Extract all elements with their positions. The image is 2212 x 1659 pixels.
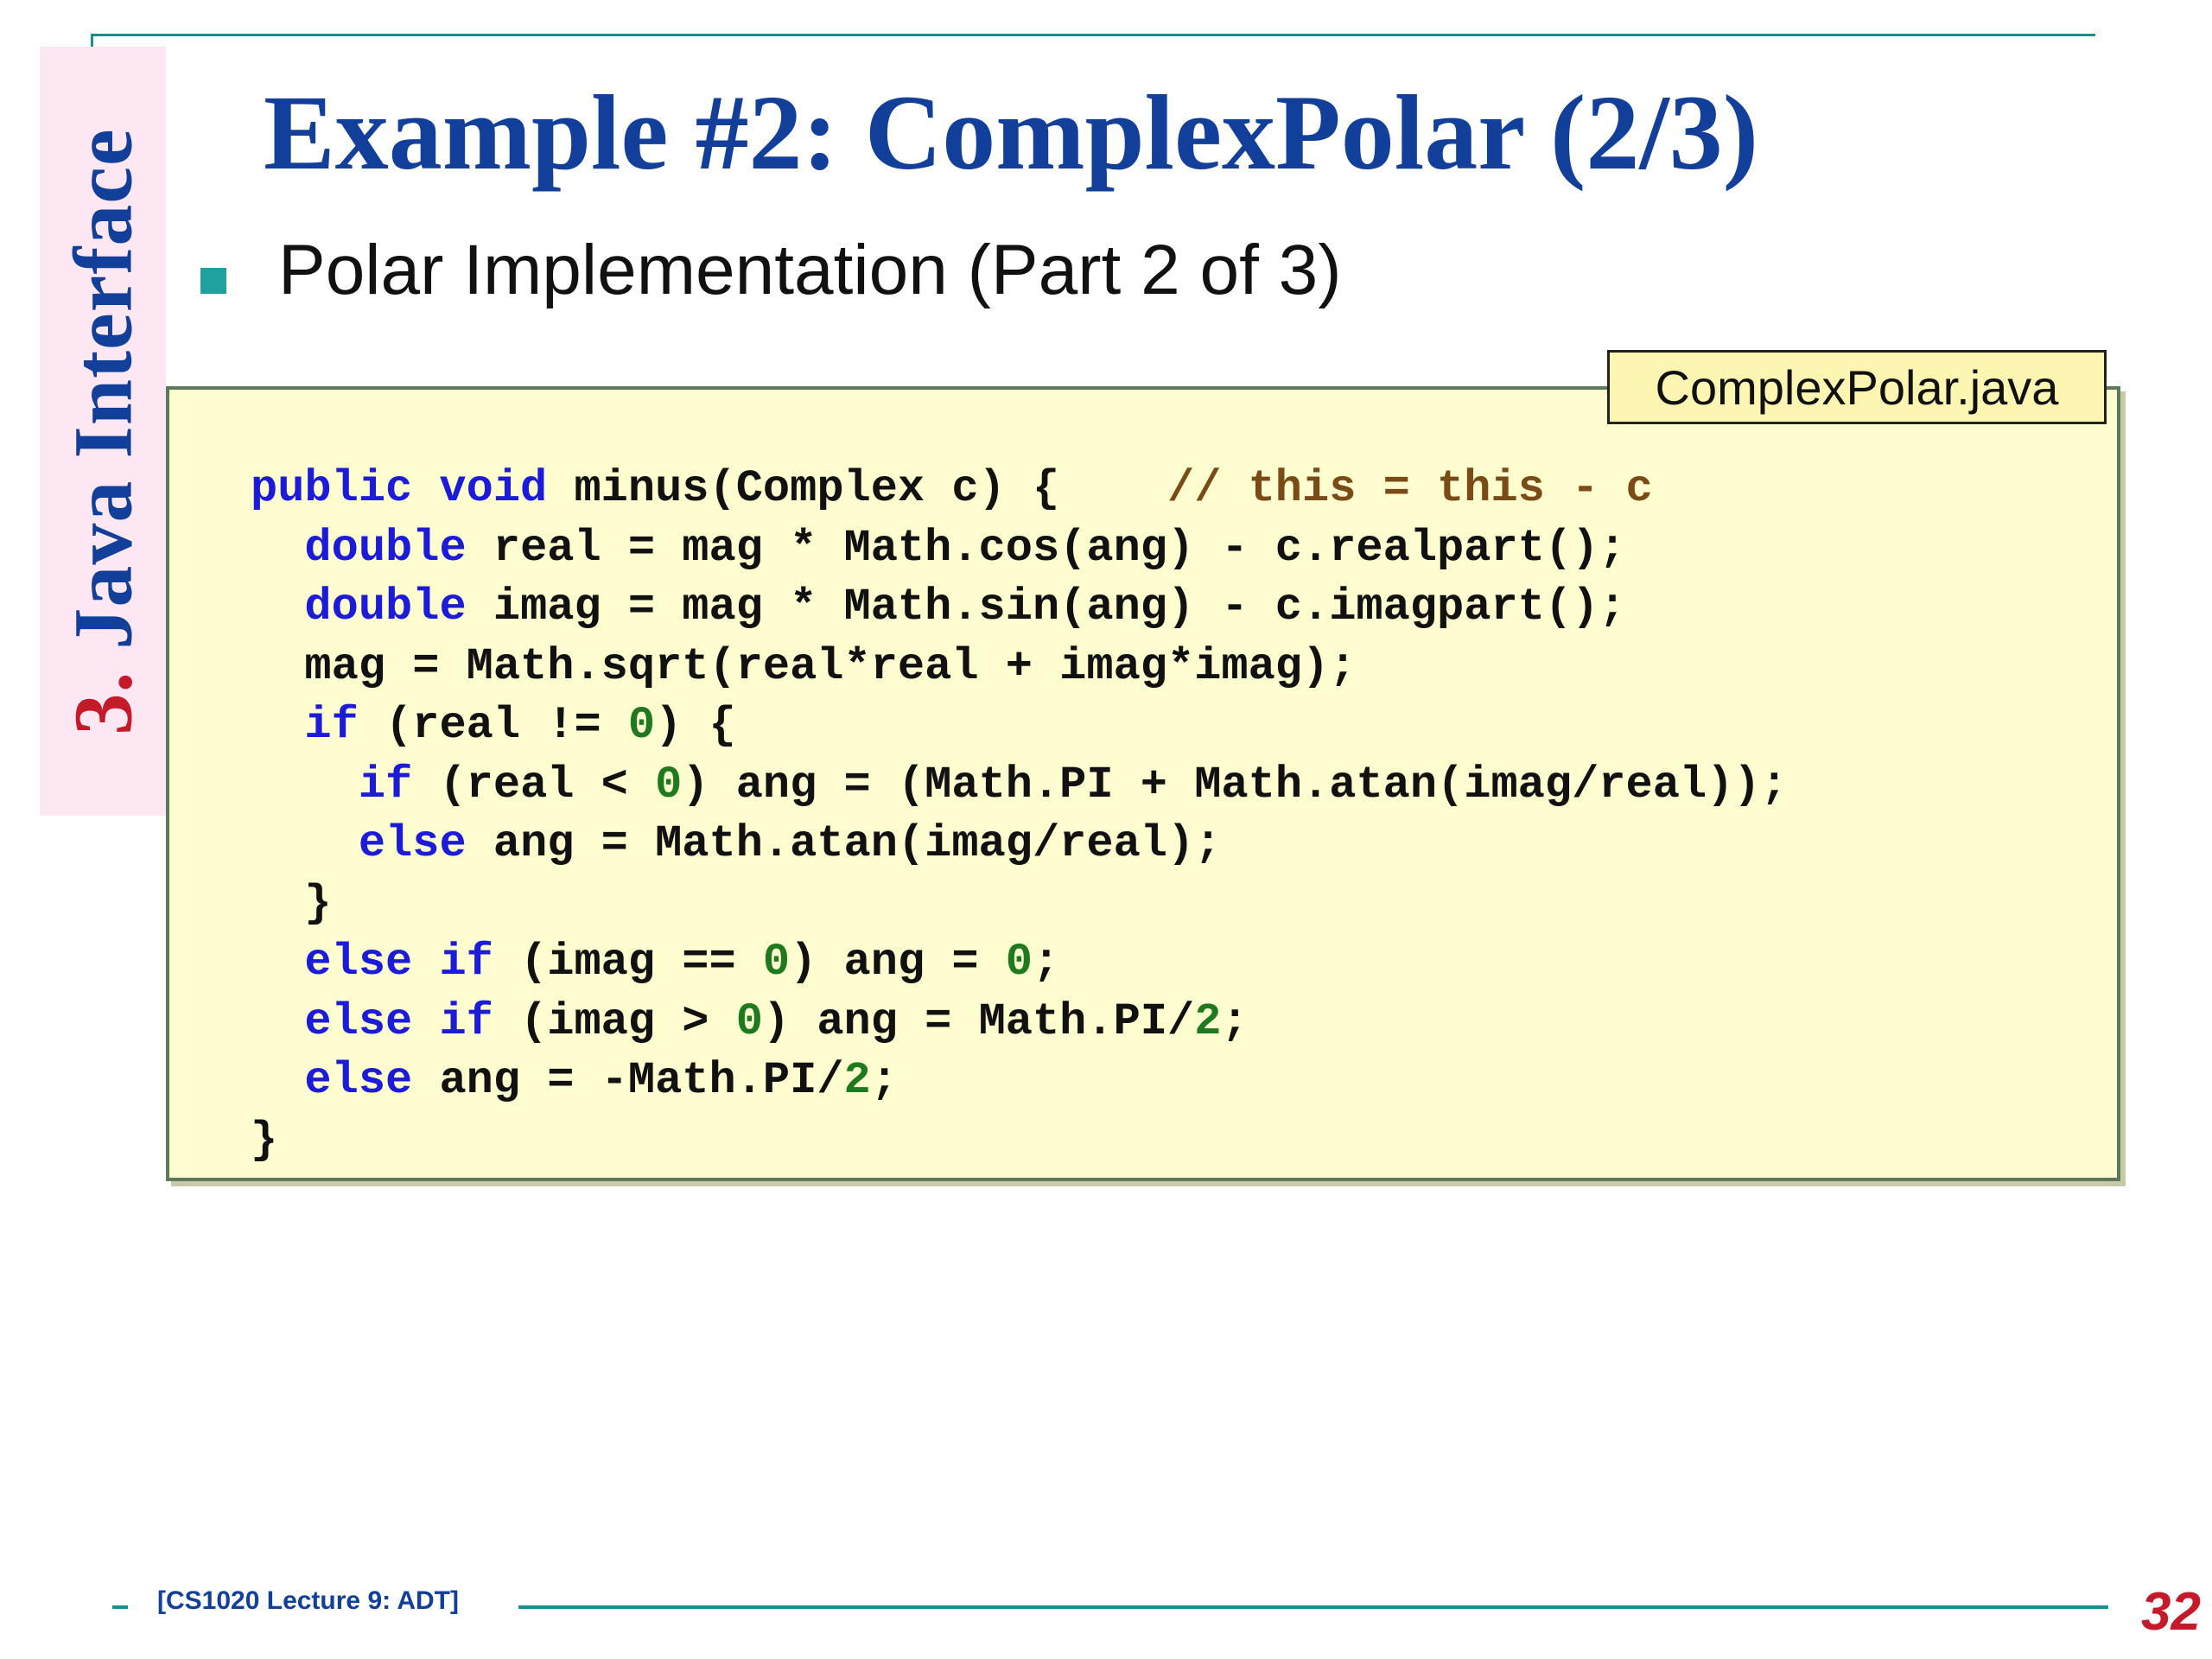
code-line: else if (imag > 0) ang = Math.PI/2; [251, 993, 1788, 1052]
top-rule [91, 34, 2095, 36]
code-keyword: else if [304, 995, 521, 1047]
code-text [251, 937, 304, 988]
code-line: } [251, 874, 1788, 934]
code-line: else ang = Math.atan(imag/real); [251, 815, 1788, 874]
code-line: public void minus(Complex c) { // this =… [251, 460, 1788, 519]
code-number: 0 [627, 700, 656, 751]
code-keyword: else if [304, 937, 521, 988]
code-block: public void minus(Complex c) { // this =… [251, 460, 1788, 1170]
section-label-text: 3. Java Interface [55, 128, 151, 734]
code-keyword: double [304, 582, 493, 632]
code-line: mag = Math.sqrt(real*real + imag*imag); [251, 638, 1788, 697]
footer-dash [112, 1605, 128, 1609]
section-number: 3. [56, 671, 149, 735]
code-line: double imag = mag * Math.sin(ang) - c.im… [251, 578, 1788, 638]
code-text: ) { [655, 700, 736, 751]
file-tag: ComplexPolar.java [1607, 350, 2107, 424]
code-number: 0 [762, 937, 791, 988]
code-text: } [251, 877, 332, 929]
code-text: (real < [439, 759, 656, 810]
code-text [251, 760, 359, 810]
code-text [251, 996, 304, 1047]
code-text: ) ang = Math.PI/ [762, 995, 1195, 1047]
footer-rule [518, 1605, 2108, 1609]
code-text [251, 700, 304, 751]
code-text [251, 523, 304, 574]
page-number: 32 [2141, 1582, 2201, 1642]
code-line: if (real < 0) ang = (Math.PI + Math.atan… [251, 756, 1788, 816]
code-text: ang = -Math.PI/ [439, 1055, 844, 1106]
code-text: minus(Complex c) { [574, 463, 1167, 514]
code-keyword: else [304, 1055, 440, 1106]
code-text: (real != [385, 700, 628, 751]
code-text: mag = Math.sqrt(real*real + imag*imag); [251, 640, 1357, 692]
code-text: imag = mag * Math.sin(ang) - c.imagpart(… [493, 582, 1626, 632]
code-text: ) ang = (Math.PI + Math.atan(imag/real))… [682, 759, 1788, 810]
code-line: } [251, 1111, 1788, 1171]
code-line: double real = mag * Math.cos(ang) - c.re… [251, 519, 1788, 579]
code-text: (imag == [520, 937, 763, 988]
code-number: 0 [655, 759, 683, 810]
code-text [251, 582, 304, 632]
code-text: } [251, 1114, 278, 1166]
code-text: real = mag * Math.cos(ang) - c.realpart(… [493, 522, 1626, 574]
bullet-text: Polar Implementation (Part 2 of 3) [278, 231, 1342, 309]
section-label: 3. Java Interface [40, 47, 166, 816]
code-box [166, 386, 2120, 1181]
code-keyword: public void [251, 463, 575, 514]
section-name: Java Interface [56, 127, 149, 671]
code-line: else if (imag == 0) ang = 0; [251, 933, 1788, 993]
footer-lecture: [CS1020 Lecture 9: ADT] [157, 1586, 459, 1615]
code-number: 0 [1005, 937, 1033, 988]
code-comment: // this = this - c [1166, 463, 1653, 514]
code-keyword: if [358, 759, 440, 810]
code-keyword: else [358, 818, 493, 869]
code-line: else ang = -Math.PI/2; [251, 1052, 1788, 1111]
code-number: 0 [735, 995, 763, 1047]
slide-title: Example #2: ComplexPolar (2/3) [264, 73, 1759, 192]
code-text: ; [1033, 937, 1060, 988]
code-text: (imag > [520, 995, 736, 1047]
code-text: ; [870, 1055, 898, 1106]
code-text: ) ang = [790, 937, 1006, 988]
code-number: 2 [843, 1055, 871, 1106]
code-text: ; [1221, 995, 1249, 1047]
code-text: ang = Math.atan(imag/real); [493, 818, 1222, 869]
code-line: if (real != 0) { [251, 696, 1788, 756]
code-keyword: if [304, 700, 386, 751]
code-text [251, 1055, 304, 1106]
code-number: 2 [1194, 995, 1222, 1047]
section-band [40, 47, 166, 816]
code-text [251, 818, 359, 869]
bullet-square-icon [200, 268, 226, 294]
code-keyword: double [304, 522, 493, 574]
